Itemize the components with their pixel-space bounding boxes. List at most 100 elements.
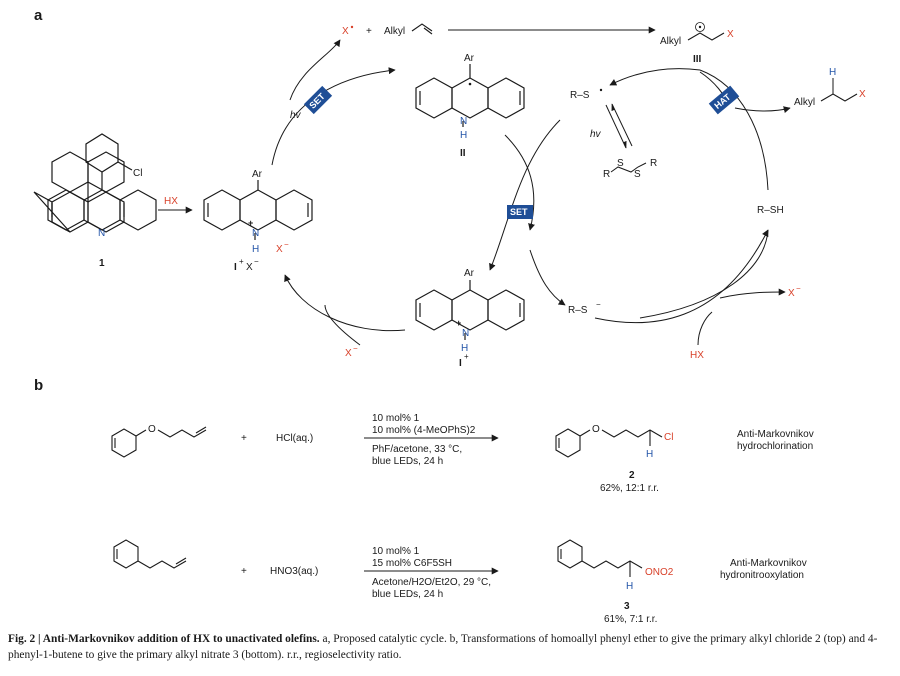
x-iii: X bbox=[727, 29, 734, 40]
hx-bottom: HX bbox=[690, 350, 704, 361]
alkene-double bbox=[423, 27, 433, 35]
n-label-ii: N bbox=[460, 116, 467, 127]
hx-reagent-top: HX bbox=[164, 196, 178, 207]
row2-cond-a2: 15 mol% C6F5SH bbox=[372, 558, 452, 569]
row1-product-cl: Cl bbox=[664, 432, 673, 443]
disulfide-s1: S bbox=[617, 158, 624, 169]
figure-caption: Fig. 2 | Anti-Markovnikov addition of HX… bbox=[8, 631, 892, 663]
alkyl-product-label: Alkyl bbox=[794, 97, 815, 108]
set-release-arrow bbox=[289, 39, 341, 101]
i-counter-minus: − bbox=[254, 257, 259, 266]
row2-desc-1: Anti-Markovnikov bbox=[730, 558, 807, 569]
figure-canvas: a Cl N 1 HX Ar N + H X − I + bbox=[33, 7, 866, 625]
i-label: I bbox=[234, 262, 237, 273]
hv-label-right: hv bbox=[590, 129, 602, 140]
row1-substrate-structure bbox=[111, 426, 207, 458]
acridine-radical-ii-structure bbox=[415, 64, 525, 127]
row1-product-label: 2 bbox=[629, 470, 635, 481]
thiolate-minus: − bbox=[596, 300, 601, 309]
row2-desc-2: hydronitrooxylation bbox=[720, 570, 804, 581]
compound-1-cl: Cl bbox=[133, 168, 142, 179]
x-minus-bottom: X bbox=[345, 348, 352, 359]
set-tag-left: SET bbox=[303, 85, 333, 115]
row1-desc-2: hydrochlorination bbox=[737, 441, 813, 452]
row1-cond-a2: 10 mol% (4-MeOPhS)2 bbox=[372, 425, 476, 436]
row1-cond-b2: blue LEDs, 24 h bbox=[372, 456, 443, 467]
iii-chain bbox=[687, 32, 725, 41]
row1-product-structure bbox=[555, 428, 663, 458]
thiol-label: R–SH bbox=[757, 205, 784, 216]
disulfide-bonds bbox=[610, 162, 647, 173]
iii-radical-circle bbox=[695, 22, 705, 32]
product-chain bbox=[820, 93, 858, 102]
ar-label-ii: Ar bbox=[464, 53, 475, 64]
row1-reagent: HCl(aq.) bbox=[276, 433, 313, 444]
alkyl-alkene-label: Alkyl bbox=[384, 26, 405, 37]
thiyl-radical: R–S bbox=[570, 90, 590, 101]
acridinium-bottom-structure bbox=[415, 280, 525, 340]
row1-product-o: O bbox=[592, 424, 600, 435]
equilibrium-back bbox=[611, 103, 633, 147]
disulfide-s2: S bbox=[634, 169, 641, 180]
radical-dot-ii bbox=[468, 82, 472, 86]
row1-desc-1: Anti-Markovnikov bbox=[737, 429, 814, 440]
x-product: X bbox=[859, 89, 866, 100]
disulfide-r2: R bbox=[650, 158, 657, 169]
row2-cond-b2: blue LEDs, 24 h bbox=[372, 589, 443, 600]
row1-cond-a1: 10 mol% 1 bbox=[372, 413, 420, 424]
x-minus-right-arrow bbox=[719, 288, 786, 299]
cycle-arc-right-bottom bbox=[639, 229, 769, 319]
svg-text:SET: SET bbox=[510, 207, 528, 217]
x-minus-release-arrow bbox=[324, 304, 361, 346]
caption-body: a, Proposed catalytic cycle. b, Transfor… bbox=[8, 633, 878, 661]
row1-product-h: H bbox=[646, 449, 653, 460]
i-sup: + bbox=[239, 257, 244, 266]
n-label-bottom: N bbox=[462, 328, 469, 339]
i-plus-sup: + bbox=[464, 352, 469, 361]
caption-head: Fig. 2 | Anti-Markovnikov addition of HX… bbox=[8, 633, 320, 645]
hat-return-arc bbox=[609, 68, 701, 86]
h-label-bottom: H bbox=[461, 343, 468, 354]
ar-label-bottom: Ar bbox=[464, 268, 475, 279]
h-label-ii: H bbox=[460, 130, 467, 141]
ar-label-i: Ar bbox=[252, 169, 263, 180]
hx-bottom-arrow bbox=[697, 311, 713, 346]
thiolate-label: R–S bbox=[568, 305, 588, 316]
x-radical-dot bbox=[350, 25, 354, 29]
row2-product-structure bbox=[557, 539, 643, 577]
n-label-i: N bbox=[252, 228, 259, 239]
iii-radical-dot bbox=[698, 25, 702, 29]
h-product: H bbox=[829, 67, 836, 78]
panel-a-letter: a bbox=[34, 7, 43, 24]
row2-product-yield: 61%, 7:1 r.r. bbox=[604, 614, 657, 625]
x-radical: X bbox=[342, 26, 349, 37]
x-minus-i-sign: − bbox=[284, 240, 289, 249]
row1-product-yield: 62%, 12:1 r.r. bbox=[600, 483, 659, 494]
n-plus-bottom: + bbox=[456, 318, 461, 328]
hat-product-arrow bbox=[734, 106, 791, 114]
alkyl-iii-label: Alkyl bbox=[660, 36, 681, 47]
n-plus-i: + bbox=[248, 218, 253, 228]
row2-reagent: HNO3(aq.) bbox=[270, 566, 318, 577]
row2-product-label: 3 bbox=[624, 601, 630, 612]
i-counter: X bbox=[246, 262, 253, 273]
set-tag-mid: SET bbox=[507, 205, 533, 219]
acridinium-i-structure bbox=[203, 180, 313, 240]
cycle-arc-right-top bbox=[699, 69, 769, 191]
row2-product-group: ONO2 bbox=[645, 567, 674, 578]
compound-1-label: 1 bbox=[99, 258, 105, 269]
thiolate-to-thiol-arc bbox=[594, 229, 769, 324]
i-plus-label: I bbox=[459, 358, 462, 369]
row2-substrate-structure bbox=[113, 539, 187, 569]
hv-label-left: hv bbox=[290, 110, 302, 121]
cycle-arc-left-bottom bbox=[284, 274, 406, 332]
set-arc-cross bbox=[489, 119, 561, 271]
compound-1-n: N bbox=[98, 228, 105, 239]
equilibrium-forward bbox=[605, 104, 627, 149]
compound-1-acridine bbox=[47, 133, 157, 231]
plus-top: + bbox=[366, 26, 372, 37]
x-minus-i: X bbox=[276, 244, 283, 255]
panel-b-letter: b bbox=[34, 377, 43, 394]
alkene-bond bbox=[411, 23, 433, 32]
hat-tag: HAT bbox=[708, 85, 740, 115]
